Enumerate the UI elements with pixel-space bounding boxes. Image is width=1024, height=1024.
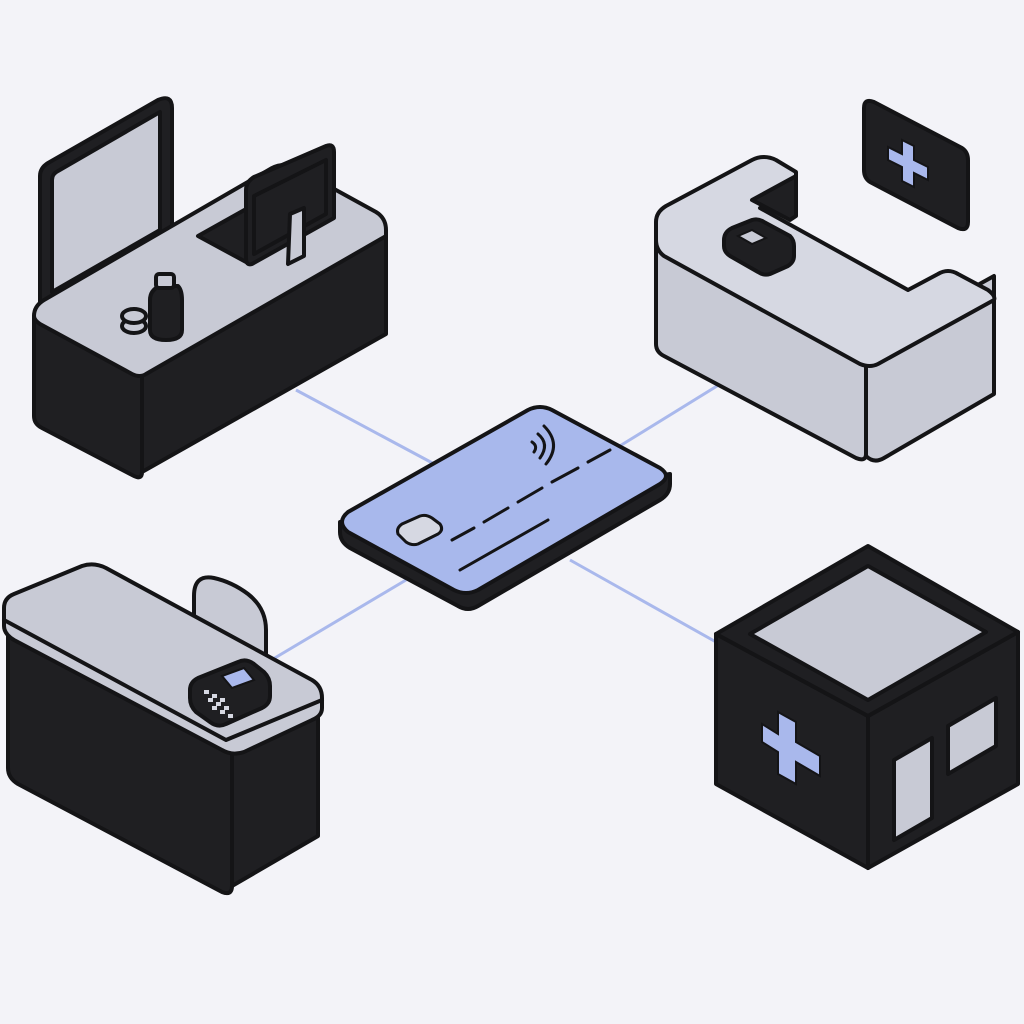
card-face xyxy=(340,405,668,595)
hospital-cross-icon xyxy=(761,710,821,786)
clinic-reception xyxy=(654,98,997,463)
card-chip-icon xyxy=(396,513,444,547)
connectors xyxy=(267,376,731,664)
pharmacy-monitor-stand xyxy=(286,206,306,266)
pharmacy-counter xyxy=(32,96,388,480)
terminal-screen xyxy=(220,666,256,690)
reception-desk-top xyxy=(654,155,997,368)
card-reader-icon xyxy=(722,217,796,277)
card-number-lines xyxy=(450,448,612,572)
payment-card xyxy=(338,405,672,611)
terminal-keypad xyxy=(204,690,233,718)
connector-card-reception xyxy=(609,376,731,454)
hospital-door xyxy=(892,736,934,842)
connector-card-pharmacy xyxy=(295,388,439,468)
hospital-building xyxy=(714,544,1020,870)
connector-card-hospital xyxy=(569,558,717,644)
contactless-icon xyxy=(530,424,555,466)
connector-card-checkout xyxy=(267,578,407,664)
hospital-window xyxy=(946,696,998,776)
hospital-roof-inset xyxy=(748,564,988,702)
checkout-counter-front xyxy=(6,630,234,896)
medicine-bottle-icon xyxy=(148,284,184,342)
checkout-counter xyxy=(2,562,324,896)
medical-cross-icon xyxy=(887,138,929,189)
